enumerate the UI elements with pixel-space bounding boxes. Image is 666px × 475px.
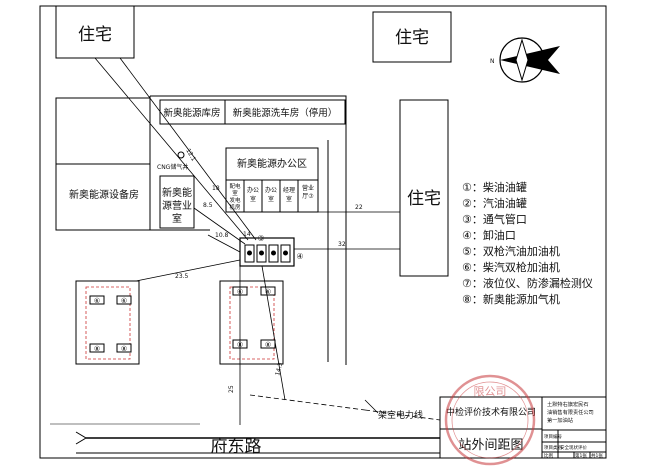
svg-text:办公: 办公 <box>265 186 277 194</box>
residence-top-right: 住宅 <box>372 11 452 63</box>
svg-text:室: 室 <box>268 195 274 203</box>
svg-text:新奥能源库房: 新奥能源库房 <box>163 107 220 119</box>
warehouse: 新奥能源库房 <box>159 99 226 125</box>
svg-text:⑧: ⑧ <box>94 345 100 353</box>
svg-text:⑧：新奥能源加气机: ⑧：新奥能源加气机 <box>462 292 560 306</box>
svg-text:住宅: 住宅 <box>78 25 112 45</box>
site-boundary <box>150 95 347 365</box>
svg-text:23.5: 23.5 <box>175 273 189 280</box>
svg-text:经理: 经理 <box>283 186 295 194</box>
pump-marker: ⑥ <box>260 286 276 296</box>
pump-marker: ⑥ <box>116 295 132 305</box>
svg-text:14: 14 <box>243 231 251 238</box>
svg-text:第1张: 第1张 <box>575 452 587 459</box>
svg-text:站外间距图: 站外间距图 <box>458 438 523 453</box>
canopy-right: ⑥ ⑥ ⑧ ⑧ <box>219 280 284 365</box>
svg-text:土默特右旗宏民石: 土默特右旗宏民石 <box>547 400 589 408</box>
svg-text:⑥：柴汽双枪加油机: ⑥：柴汽双枪加油机 <box>462 260 560 274</box>
svg-text:②：汽油油罐: ②：汽油油罐 <box>462 196 527 210</box>
svg-text:①：柴油油罐: ①：柴油油罐 <box>462 180 527 194</box>
svg-text:CNG储气井: CNG储气井 <box>157 163 188 171</box>
svg-text:25: 25 <box>228 385 235 393</box>
legend: ①：柴油油罐 ②：汽油油罐 ③：通气管口 ④：卸油口 ⑤：双枪汽油加油机 ⑥：柴… <box>462 180 593 306</box>
svg-text:新奥能: 新奥能 <box>162 186 192 199</box>
office-block: 新奥能源办公区 配电 室 发电 机房 办公 室 办公 室 经理 室 营业 厅⑦ <box>225 147 319 213</box>
svg-text:项目类别: 项目类别 <box>544 444 562 451</box>
svg-text:发电: 发电 <box>229 196 241 204</box>
svg-text:限公司: 限公司 <box>474 385 507 398</box>
north-arrow: N <box>490 37 560 83</box>
svg-text:③: ③ <box>257 234 264 243</box>
pump-marker: ⑧ <box>260 339 276 349</box>
svg-text:N: N <box>490 58 495 65</box>
svg-text:室: 室 <box>286 195 292 203</box>
svg-text:新奥能源洗车房（停用）: 新奥能源洗车房（停用） <box>233 107 338 119</box>
sales-room: 新奥能 源营业 室 <box>159 175 195 229</box>
svg-text:③：通气管口: ③：通气管口 <box>462 212 527 226</box>
svg-text:比例: 比例 <box>544 452 553 459</box>
svg-text:⑧: ⑧ <box>121 345 127 353</box>
svg-text:12.1: 12.1 <box>184 148 197 163</box>
svg-text:源营业: 源营业 <box>162 199 192 212</box>
svg-text:新奥能源办公区: 新奥能源办公区 <box>237 157 307 170</box>
svg-text:⑥: ⑥ <box>94 297 100 305</box>
svg-text:⑧: ⑧ <box>265 341 271 349</box>
drawing-frame <box>39 5 607 459</box>
svg-text:8.5: 8.5 <box>203 202 213 209</box>
pump-marker: ⑥ <box>89 295 105 305</box>
svg-text:⑦：液位仪、防渗漏检测仪: ⑦：液位仪、防渗漏检测仪 <box>462 276 593 290</box>
equipment-room: 新奥能源设备房 <box>55 97 151 231</box>
power-line: 架空电力线 <box>249 394 441 421</box>
pump-marker: ⑧ <box>116 343 132 353</box>
company-seal: 限公司 <box>444 374 536 466</box>
svg-text:厅⑦: 厅⑦ <box>302 193 314 200</box>
svg-text:⑤：双枪汽油加油机: ⑤：双枪汽油加油机 <box>462 244 560 258</box>
svg-text:32: 32 <box>338 241 346 248</box>
road: 府东路 <box>50 423 440 457</box>
canopy-left: ⑥ ⑥ ⑧ ⑧ <box>75 280 140 365</box>
svg-text:⑥: ⑥ <box>121 297 127 305</box>
svg-text:室: 室 <box>232 189 238 197</box>
svg-text:新奥能源设备房: 新奥能源设备房 <box>69 188 139 201</box>
svg-text:项目编号: 项目编号 <box>544 433 562 440</box>
svg-text:⑥: ⑥ <box>265 288 271 296</box>
svg-text:14.3: 14.3 <box>274 362 284 377</box>
svg-text:④: ④ <box>296 252 303 261</box>
distance-labels: 8.5 18 22 32 10.8 14 23.5 25 14.3 12.1 <box>175 148 363 394</box>
svg-text:18: 18 <box>212 185 220 192</box>
svg-text:安全现状评价: 安全现状评价 <box>560 444 587 451</box>
svg-text:府东路: 府东路 <box>211 437 262 457</box>
svg-text:机房: 机房 <box>229 203 241 211</box>
svg-text:油销售有限责任公司: 油销售有限责任公司 <box>547 408 594 416</box>
svg-text:架空电力线: 架空电力线 <box>378 409 423 421</box>
svg-text:10.8: 10.8 <box>215 232 229 239</box>
car-wash: 新奥能源洗车房（停用） <box>224 99 346 125</box>
residence-top-left: 住宅 <box>55 5 135 59</box>
svg-text:室: 室 <box>172 212 182 225</box>
svg-text:营业: 营业 <box>302 184 314 192</box>
svg-text:室: 室 <box>250 195 256 203</box>
svg-text:住宅: 住宅 <box>395 28 429 48</box>
distance-lines <box>94 57 400 425</box>
svg-text:中检评价技术有限公司: 中检评价技术有限公司 <box>446 406 536 418</box>
svg-text:住宅: 住宅 <box>407 189 441 209</box>
svg-text:22: 22 <box>355 204 363 211</box>
svg-text:④：卸油口: ④：卸油口 <box>462 228 516 242</box>
svg-text:办公: 办公 <box>247 186 259 194</box>
pump-marker: ⑧ <box>89 343 105 353</box>
svg-text:第一加油站: 第一加油站 <box>547 416 573 424</box>
svg-text:配电: 配电 <box>229 182 241 190</box>
cng-tank: CNG储气井 <box>157 151 188 171</box>
residence-right: 住宅 <box>399 99 449 277</box>
svg-text:共1张: 共1张 <box>591 452 603 459</box>
tank-farm: ③ ④ <box>239 234 304 267</box>
